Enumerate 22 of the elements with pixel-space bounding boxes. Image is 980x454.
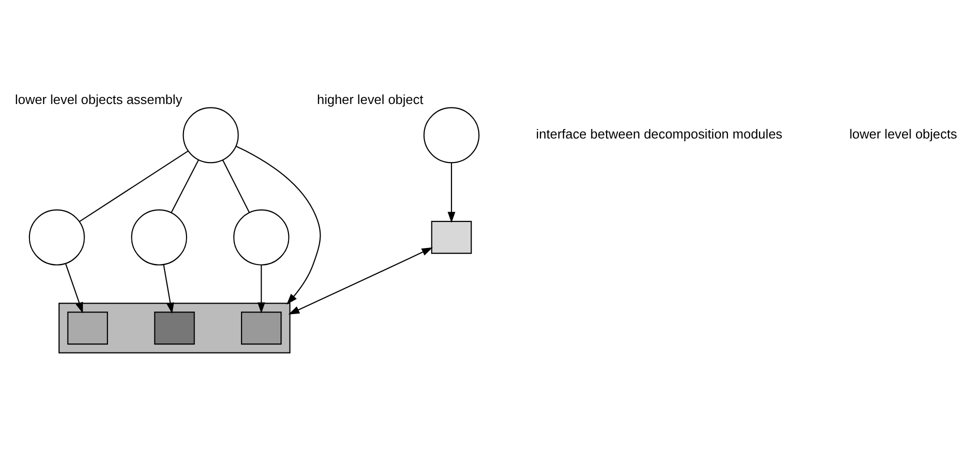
arrow <box>236 145 320 304</box>
connector <box>222 159 250 212</box>
connector <box>170 159 198 212</box>
node-semicircle <box>130 208 187 265</box>
node-box <box>66 311 108 344</box>
node-label: higher level object <box>316 91 423 106</box>
node-box <box>154 311 194 344</box>
connector <box>78 150 188 222</box>
arrow <box>288 246 432 314</box>
node-box <box>430 220 472 254</box>
node-semicircle <box>28 208 84 265</box>
label: interface between decomposition modules <box>536 126 782 142</box>
arrow <box>256 264 265 313</box>
arrow <box>447 162 455 222</box>
label: lower level objects <box>848 126 957 142</box>
node-semicircle <box>182 106 238 163</box>
node-semicircle <box>422 106 479 163</box>
node-semicircle <box>232 208 289 265</box>
node-box <box>240 311 282 344</box>
arrow <box>64 262 82 313</box>
arrow <box>162 264 174 314</box>
node-label: lower level objects assembly <box>14 91 182 106</box>
